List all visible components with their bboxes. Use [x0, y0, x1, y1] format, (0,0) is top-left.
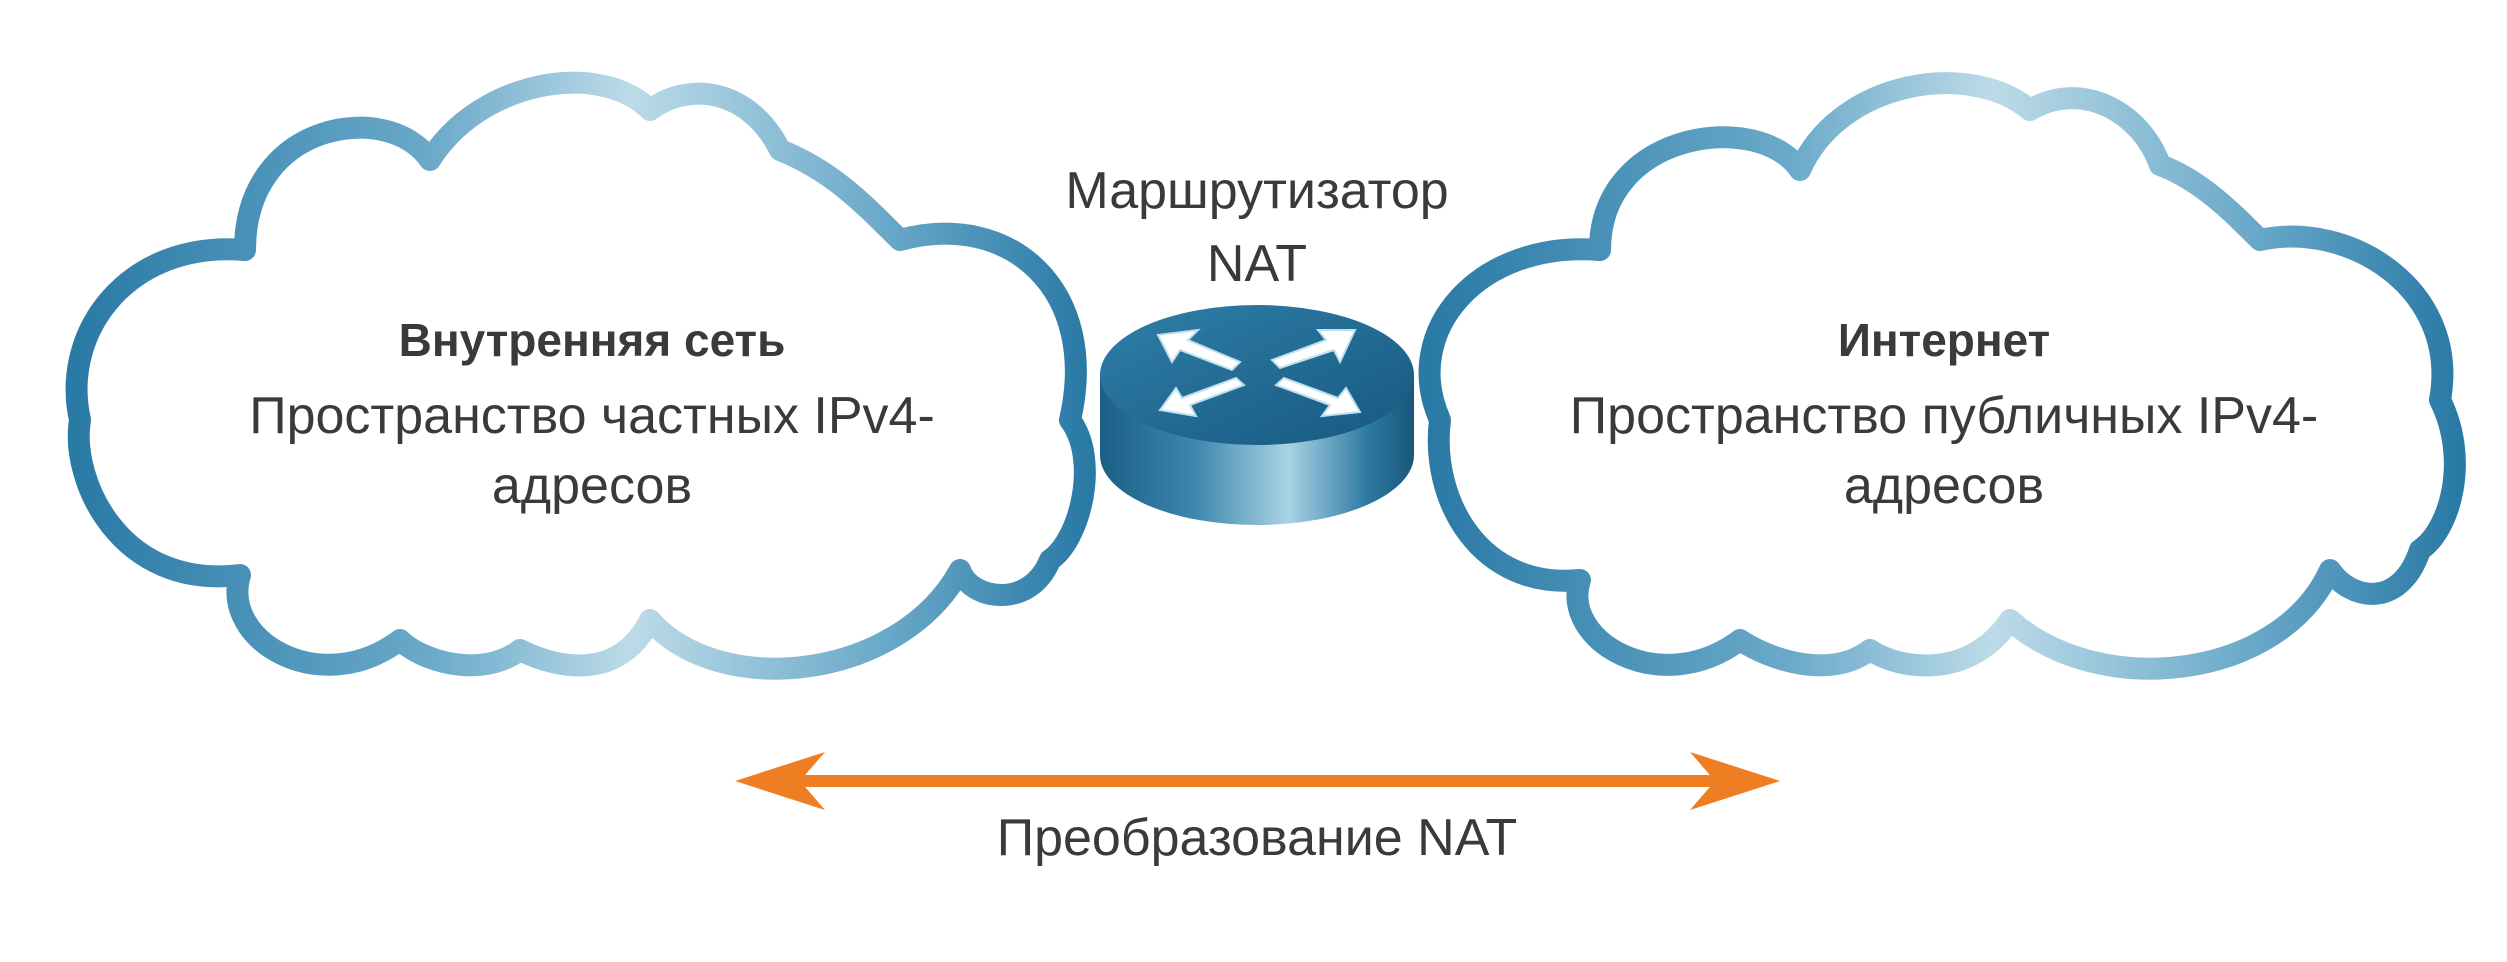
router-label-line2: NAT	[1206, 235, 1308, 293]
internet-address-line1: Пространство публичных IPv4-	[1569, 387, 2319, 445]
nat-translation-arrow	[735, 752, 1780, 810]
inside-network-address-line1: Пространство частных IPv4-	[249, 387, 935, 445]
nat-translation-label: Преобразование NAT	[996, 809, 1518, 867]
internet-title: Интернет	[1837, 314, 2051, 366]
inside-network-cloud	[65, 71, 1096, 680]
inside-network-address-line2: адресов	[491, 457, 693, 515]
router-icon	[1100, 305, 1414, 525]
inside-network-title: Внутренняя сеть	[398, 314, 786, 366]
internet-address-line2: адресов	[1843, 457, 2045, 515]
internet-cloud	[1418, 72, 2466, 680]
router-label-line1: Маршрутизатор	[1065, 162, 1449, 220]
